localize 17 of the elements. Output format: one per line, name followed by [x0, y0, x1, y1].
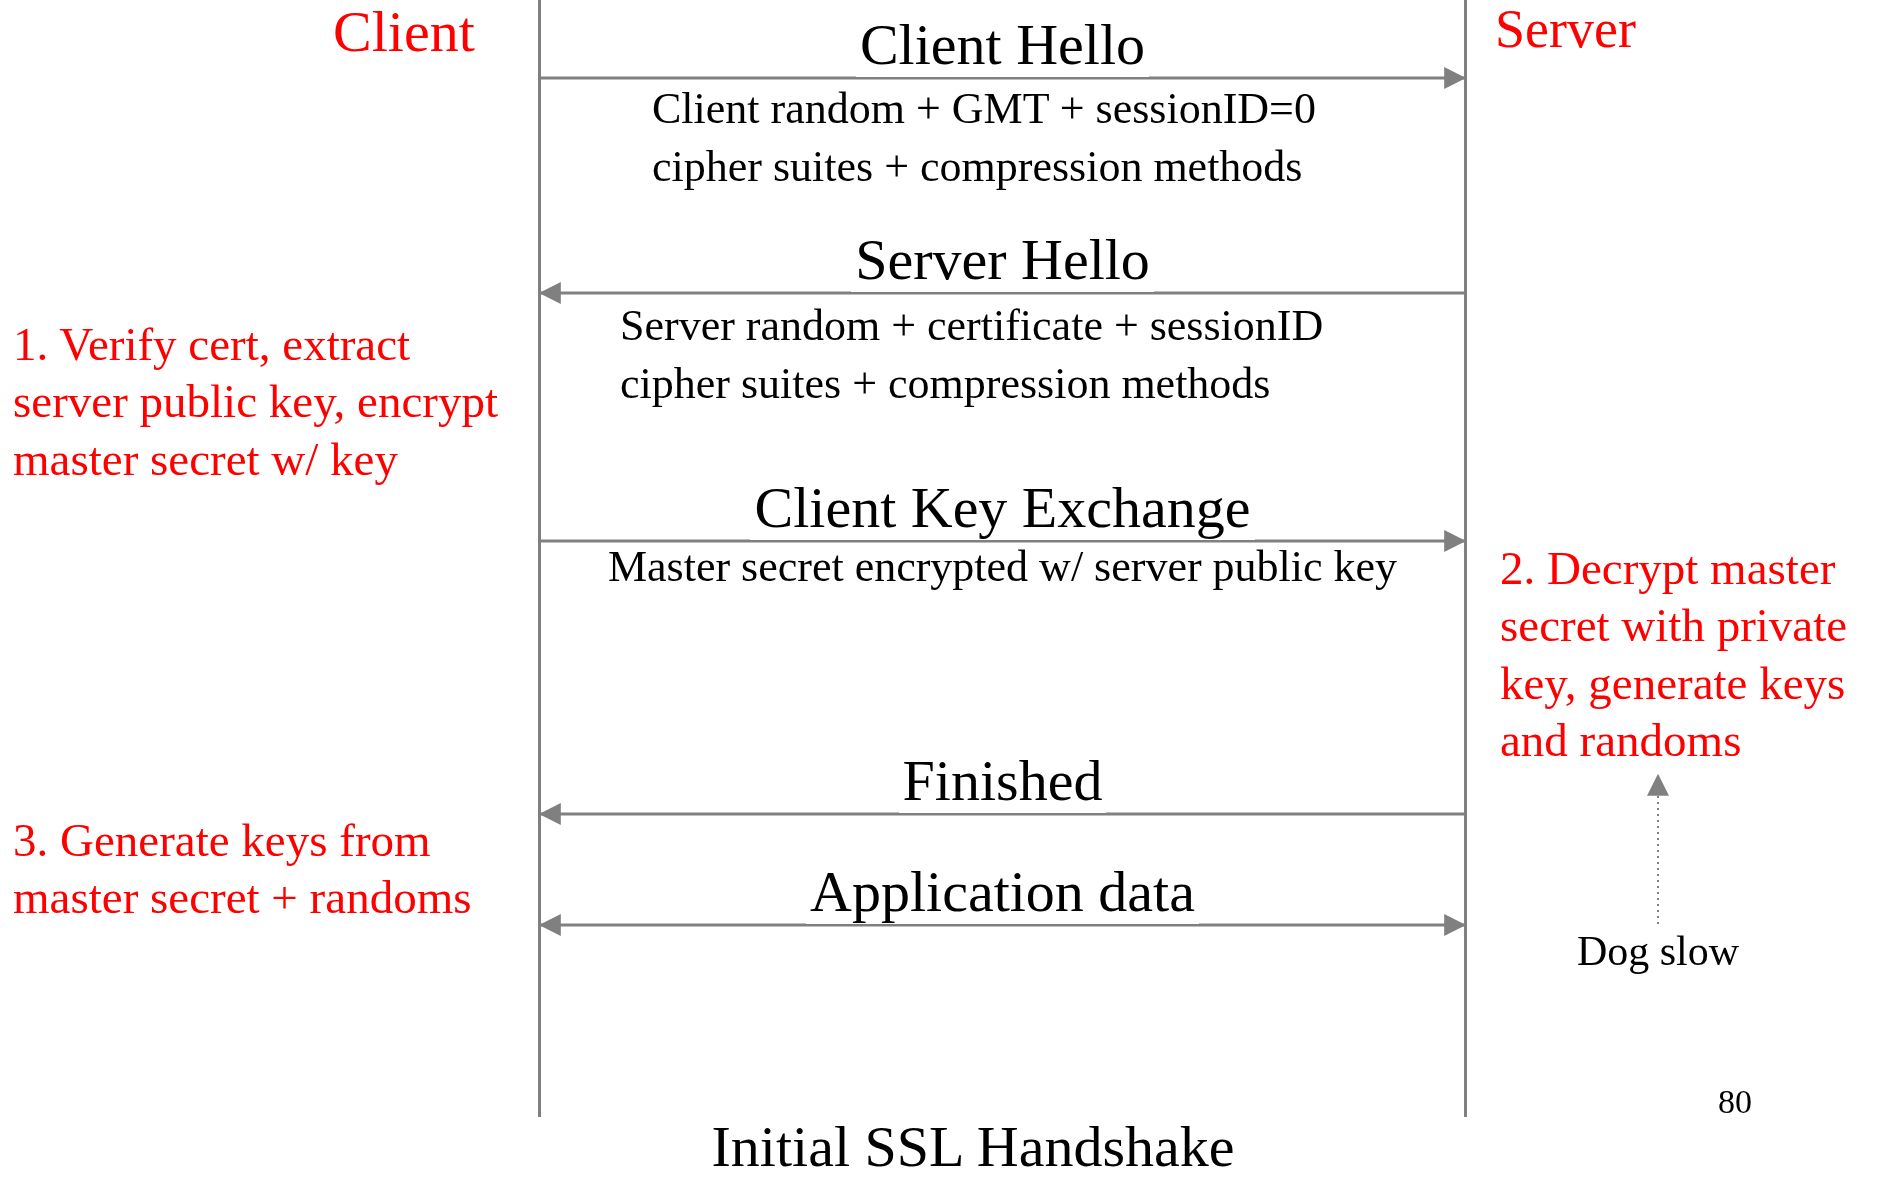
message-detail: Server random + certificate + sessionID cipher suites + compression methods [620, 300, 1325, 411]
caption: Initial SSL Handshake [710, 1118, 1236, 1176]
note-text: 1. Verify cert, extract server public key, encrypt master secret w/ key [13, 317, 500, 487]
note-text: Dog slow [1575, 928, 1741, 975]
arrow [538, 914, 1467, 936]
arrow [1647, 773, 1669, 925]
arrow [541, 67, 1467, 89]
lifeline-header: Client [333, 0, 475, 64]
arrow [538, 803, 1464, 825]
message-detail: Client random + GMT + sessionID=0 cipher suites + compression methods [652, 83, 1317, 194]
note-text: 3. Generate keys from master secret + randoms [13, 813, 473, 926]
page-number: 80 [1717, 1085, 1753, 1119]
arrow [541, 530, 1467, 552]
note-text: 2. Decrypt master secret with private key, generate keys and randoms [1500, 541, 1849, 768]
message-detail: Master secret encrypted w/ server public key [606, 543, 1399, 592]
arrow [538, 282, 1464, 304]
lifeline-header: Server [1495, 0, 1636, 60]
